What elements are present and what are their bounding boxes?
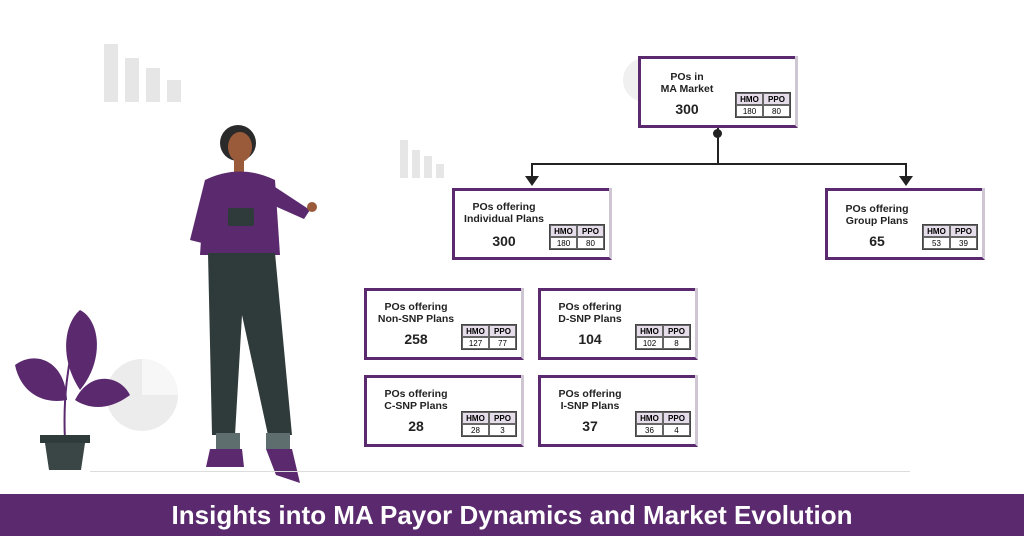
card-non-snp-plans: POs offering Non-SNP Plans 258 HMO PPO 1… — [364, 288, 524, 360]
ppo-value: 39 — [950, 237, 977, 249]
card-title-line1: POs offering — [472, 201, 536, 213]
ppo-value: 8 — [663, 337, 690, 349]
hmo-ppo-table: HMO PPO 53 39 — [922, 224, 978, 250]
hmo-value: 102 — [636, 337, 663, 349]
card-d-snp-plans: POs offering D-SNP Plans 104 HMO PPO 102… — [538, 288, 698, 360]
card-i-snp-plans: POs offering I-SNP Plans 37 HMO PPO 36 4 — [538, 375, 698, 447]
card-title-line2: MA Market — [660, 83, 714, 95]
card-title-line1: POs offering — [384, 388, 448, 400]
card-value: 28 — [408, 418, 424, 434]
ppo-header: PPO — [663, 325, 690, 337]
hmo-value: 127 — [462, 337, 489, 349]
hmo-ppo-table: HMO PPO 28 3 — [461, 411, 517, 437]
card-title-line2: C-SNP Plans — [384, 400, 448, 412]
hmo-value: 180 — [736, 105, 763, 117]
card-title-line2: Non-SNP Plans — [377, 313, 455, 325]
hmo-ppo-table: HMO PPO 180 80 — [735, 92, 791, 118]
pie-chart-icon — [106, 359, 178, 431]
hmo-ppo-table: HMO PPO 180 80 — [549, 224, 605, 250]
hmo-ppo-table: HMO PPO 102 8 — [635, 324, 691, 350]
hmo-ppo-table: HMO PPO 127 77 — [461, 324, 517, 350]
hmo-header: HMO — [636, 412, 663, 424]
card-title-line2: Group Plans — [845, 215, 909, 227]
card-title-line2: Individual Plans — [464, 213, 544, 225]
ppo-header: PPO — [489, 412, 516, 424]
hmo-header: HMO — [462, 412, 489, 424]
arrow-down-icon — [899, 176, 913, 186]
ground-line — [90, 471, 910, 472]
connector-dot — [713, 129, 722, 138]
ppo-header: PPO — [489, 325, 516, 337]
bar-chart-icon — [400, 140, 444, 178]
hmo-header: HMO — [636, 325, 663, 337]
ppo-value: 3 — [489, 424, 516, 436]
card-group-plans: POs offering Group Plans 65 HMO PPO 53 3… — [825, 188, 985, 260]
card-title-line1: POs offering — [558, 388, 622, 400]
hmo-header: HMO — [923, 225, 950, 237]
connector — [531, 163, 907, 165]
card-value: 258 — [404, 331, 428, 347]
bar-chart-icon — [104, 44, 181, 102]
card-title-line1: POs offering — [558, 301, 622, 313]
ppo-value: 80 — [763, 105, 790, 117]
card-value: 65 — [869, 233, 885, 249]
card-title-line2: I-SNP Plans — [560, 400, 620, 412]
card-value: 37 — [582, 418, 598, 434]
hmo-value: 53 — [923, 237, 950, 249]
connector — [717, 128, 719, 164]
card-title-line2: D-SNP Plans — [558, 313, 622, 325]
hmo-header: HMO — [462, 325, 489, 337]
hmo-header: HMO — [550, 225, 577, 237]
plant-icon — [15, 310, 130, 470]
ppo-header: PPO — [950, 225, 977, 237]
ppo-header: PPO — [663, 412, 690, 424]
card-c-snp-plans: POs offering C-SNP Plans 28 HMO PPO 28 3 — [364, 375, 524, 447]
ppo-value: 77 — [489, 337, 516, 349]
card-title-line1: POs offering — [845, 203, 909, 215]
arrow-down-icon — [525, 176, 539, 186]
card-individual-plans: POs offering Individual Plans 300 HMO PP… — [452, 188, 612, 260]
person-illustration — [190, 125, 317, 483]
hmo-value: 36 — [636, 424, 663, 436]
card-ma-market: POs in MA Market 300 HMO PPO 180 80 — [638, 56, 798, 128]
ppo-value: 4 — [663, 424, 690, 436]
hmo-header: HMO — [736, 93, 763, 105]
ppo-header: PPO — [763, 93, 790, 105]
card-value: 104 — [578, 331, 602, 347]
hmo-value: 28 — [462, 424, 489, 436]
ppo-header: PPO — [577, 225, 604, 237]
hmo-ppo-table: HMO PPO 36 4 — [635, 411, 691, 437]
ppo-value: 80 — [577, 237, 604, 249]
card-value: 300 — [675, 101, 699, 117]
hmo-value: 180 — [550, 237, 577, 249]
connector — [531, 163, 533, 179]
card-title-line1: POs in — [670, 71, 704, 83]
banner-title: Insights into MA Payor Dynamics and Mark… — [0, 494, 1024, 536]
card-value: 300 — [492, 233, 516, 249]
connector — [905, 163, 907, 179]
card-title-line1: POs offering — [384, 301, 448, 313]
